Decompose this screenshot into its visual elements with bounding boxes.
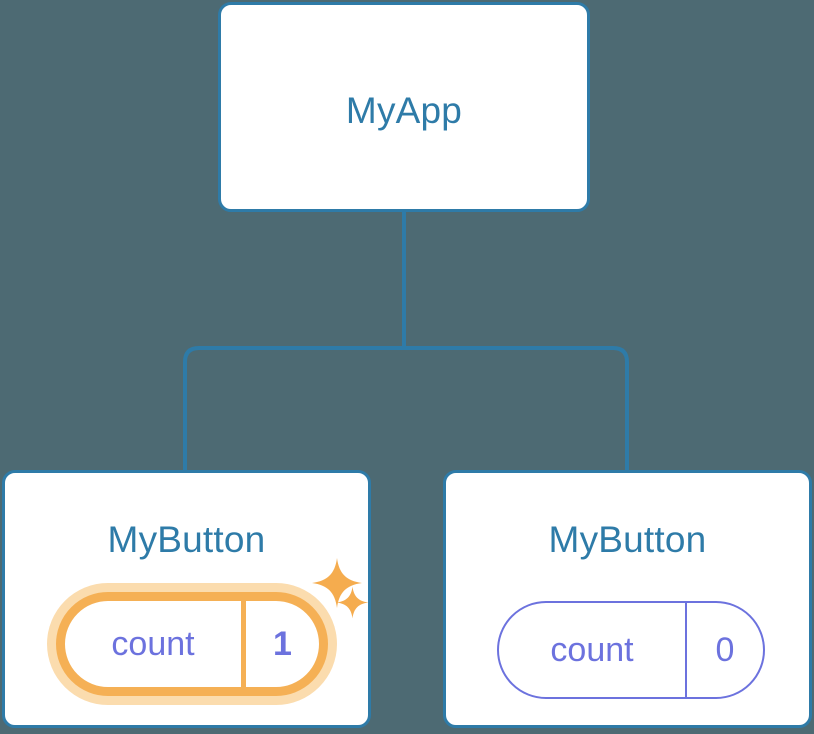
- state-pill-count[interactable]: count 0: [497, 601, 765, 699]
- state-value-label: 0: [715, 631, 735, 669]
- node-title-myapp: MyApp: [345, 90, 463, 131]
- node-title-mybutton-left: MyButton: [107, 519, 266, 560]
- state-key-label: count: [499, 603, 687, 697]
- connector-branch-bar: [183, 346, 629, 470]
- state-pill-count-highlighted[interactable]: count 1: [56, 592, 328, 696]
- node-myapp[interactable]: MyApp: [218, 2, 590, 212]
- state-key-label: count: [65, 601, 246, 687]
- node-mybutton-right[interactable]: MyButton count 0: [443, 470, 812, 728]
- node-mybutton-left[interactable]: MyButton count 1: [2, 470, 371, 728]
- state-value-label: 1: [273, 625, 292, 663]
- node-title-mybutton-right: MyButton: [548, 519, 707, 560]
